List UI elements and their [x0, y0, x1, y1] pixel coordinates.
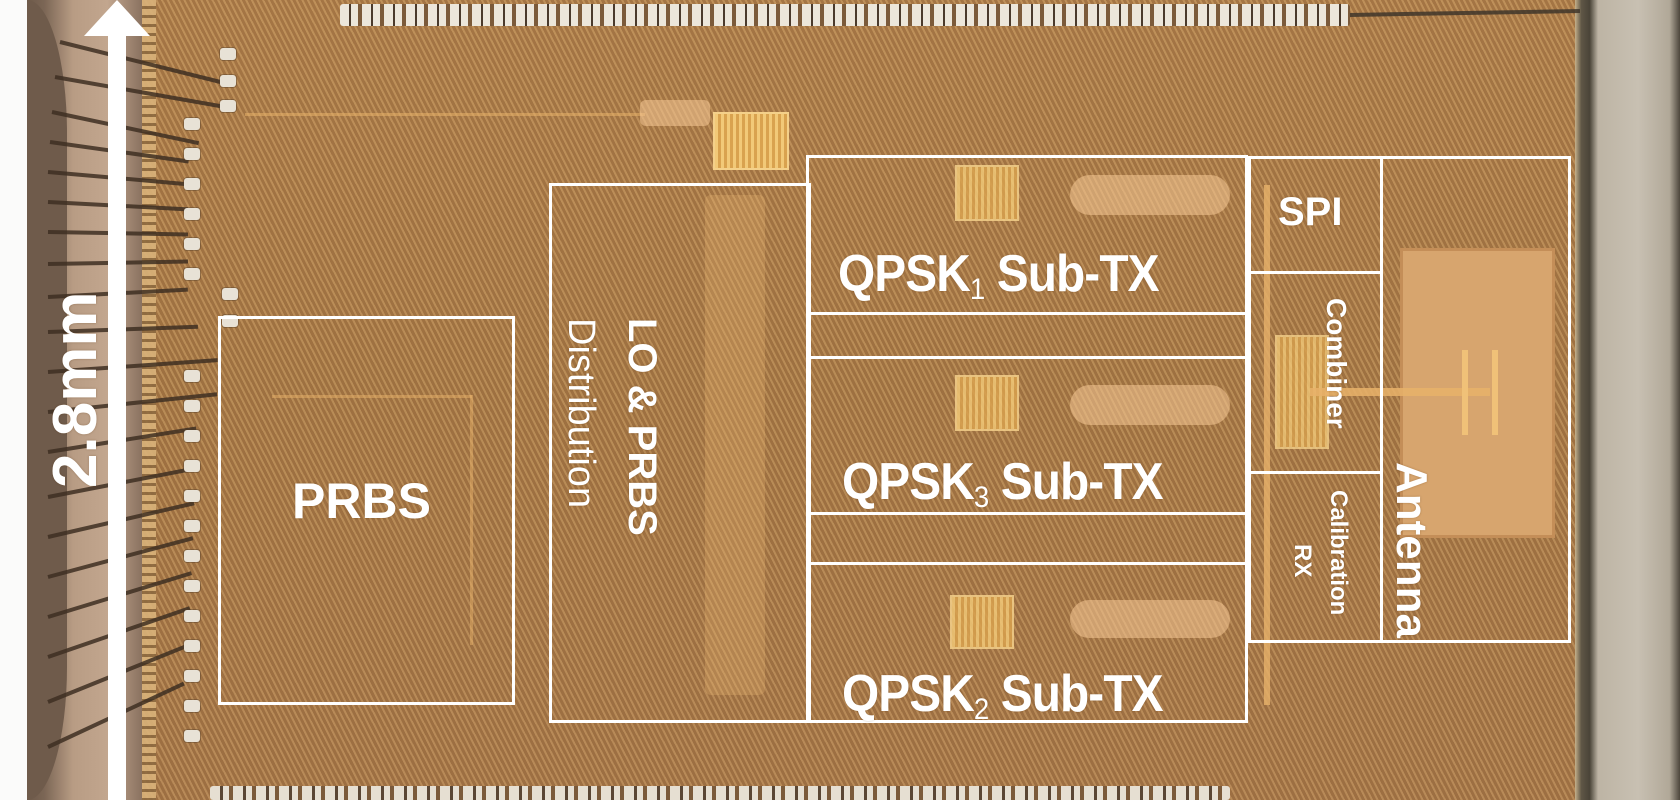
prbs-trace-v: [470, 395, 473, 645]
left-margin: [0, 0, 27, 800]
prbs-trace-h: [272, 395, 472, 398]
qpsk1-sub-tx-label: QPSK1 Sub-TX: [838, 245, 1160, 306]
calibration-label: Calibration: [1325, 490, 1352, 616]
qpsk2-pa: [1070, 600, 1230, 638]
bond-pads-top: [340, 4, 1350, 26]
qpsk3-inductor: [955, 375, 1019, 431]
package-edge-shadow: [27, 0, 67, 800]
divider-combiner-bottom: [1248, 471, 1382, 474]
divider-antenna-left: [1380, 156, 1383, 643]
rf-frontend-block: [1248, 156, 1571, 643]
prbs-label: PRBS: [292, 473, 431, 529]
spi-label: SPI: [1278, 190, 1343, 234]
divider-spi-bottom: [1248, 271, 1382, 274]
divider-qpsk2-top: [806, 562, 1248, 565]
qpsk2-sub-tx-label: QPSK2 Sub-TX: [842, 665, 1164, 726]
antenna-feed-structure: [1462, 350, 1498, 435]
antenna-label: Antenna: [1387, 462, 1436, 638]
qpsk1-inductor: [955, 165, 1019, 221]
qpsk3-pa: [1070, 385, 1230, 425]
scale-label: 2.8mm: [41, 291, 110, 488]
divider-qpsk3-top: [806, 356, 1248, 359]
qpsk3-sub-tx-label: QPSK3 Sub-TX: [842, 453, 1164, 514]
divider-qpsk3-bottom: [806, 512, 1248, 515]
lo-distribution-trace: [705, 195, 765, 695]
divider-qpsk1-bottom: [806, 312, 1248, 315]
qpsk2-inductor: [950, 595, 1014, 649]
circuit-top-buffer: [640, 100, 710, 126]
combiner-label: Combiner: [1321, 298, 1352, 429]
qpsk-sub-tx-array: [806, 155, 1248, 723]
package-substrate-right: [1575, 0, 1680, 800]
rx-label: RX: [1289, 544, 1316, 578]
silicon-die: [142, 0, 1575, 800]
signal-trace-top: [245, 113, 645, 116]
scale-arrow-shaft: [108, 30, 126, 800]
power-rail: [1264, 185, 1270, 705]
connector-qpsk1: [1245, 272, 1251, 275]
antenna-feed: [1310, 388, 1490, 396]
qpsk1-pa: [1070, 175, 1230, 215]
distribution-label: Distribution: [560, 318, 602, 509]
bond-pads-bottom: [210, 786, 1230, 800]
lo-prbs-label: LO & PRBS: [620, 318, 664, 536]
prbs-block: [218, 316, 515, 705]
lo-inductor-top: [713, 112, 789, 170]
lo-prbs-distribution-block: [549, 183, 811, 723]
